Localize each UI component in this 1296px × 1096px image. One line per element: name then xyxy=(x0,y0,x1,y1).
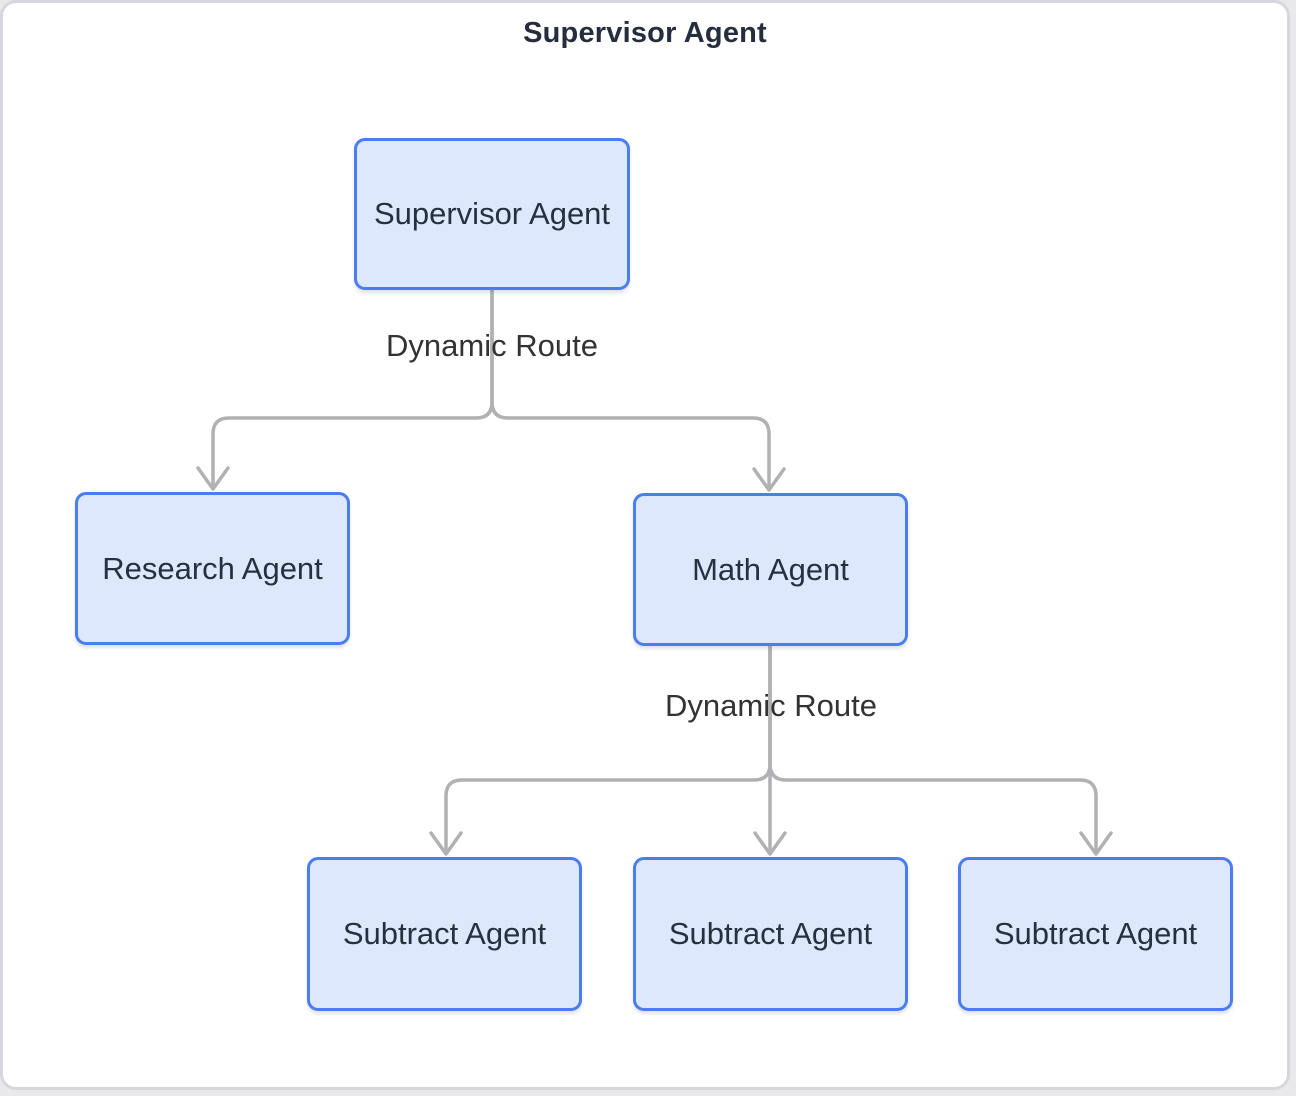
edge-supervisor-to-math xyxy=(490,290,771,489)
edge-supervisor-to-research xyxy=(211,290,494,488)
node-label: Subtract Agent xyxy=(668,916,873,951)
node-research-agent: Research Agent xyxy=(75,492,350,645)
node-subtract-agent-1: Subtract Agent xyxy=(307,857,582,1011)
arrowhead-icon-supervisor-to-research xyxy=(196,466,230,491)
node-subtract-agent-2: Subtract Agent xyxy=(633,857,908,1011)
diagram-title: Supervisor Agent xyxy=(523,17,767,49)
edge-math-to-subtract-1 xyxy=(444,646,772,853)
node-label: Supervisor Agent xyxy=(373,196,611,231)
arrowhead-icon-supervisor-to-math xyxy=(752,467,786,492)
arrowhead-icon-math-to-subtract-1 xyxy=(429,831,463,856)
edge-label-dynamic-route-2: Dynamic Route xyxy=(665,688,877,723)
node-supervisor-agent: Supervisor Agent xyxy=(354,138,630,290)
node-label: Subtract Agent xyxy=(342,916,547,951)
node-math-agent: Math Agent xyxy=(633,493,908,646)
node-label: Research Agent xyxy=(102,550,323,586)
arrowhead-icon-math-to-subtract-3 xyxy=(1079,831,1113,856)
arrowhead-icon-math-to-subtract-2 xyxy=(753,831,787,856)
edge-label-dynamic-route-1: Dynamic Route xyxy=(386,328,598,363)
node-subtract-agent-3: Subtract Agent xyxy=(958,857,1233,1011)
node-label: Math Agent xyxy=(692,551,849,587)
edges-layer xyxy=(196,290,1113,856)
edge-math-to-subtract-3 xyxy=(768,646,1098,853)
node-label: Subtract Agent xyxy=(993,916,1198,951)
